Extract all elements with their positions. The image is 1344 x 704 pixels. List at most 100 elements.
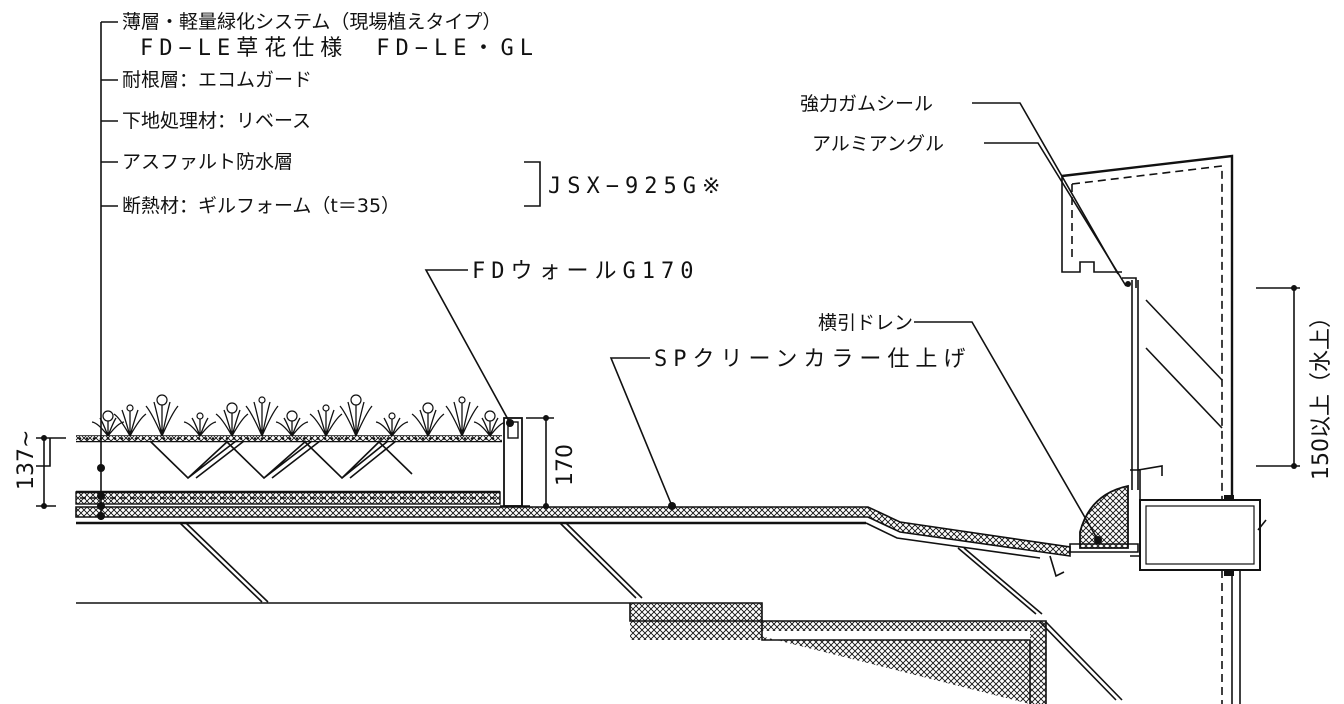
plant <box>375 414 409 437</box>
soil-grain <box>309 437 313 440</box>
side-drain <box>1049 465 1267 578</box>
plant <box>445 398 479 437</box>
soil-grain <box>484 437 488 440</box>
soil-grain <box>141 437 145 440</box>
soil-grain <box>85 437 89 440</box>
soil-grain <box>337 437 341 440</box>
plant <box>145 398 179 437</box>
soil-grain <box>281 437 285 440</box>
dimension-parapet <box>1256 285 1300 469</box>
soil-grain <box>218 437 222 440</box>
soil-grain <box>456 437 460 440</box>
soil-grain <box>148 437 152 440</box>
flower <box>226 402 238 414</box>
plant <box>91 414 125 437</box>
label-side-drain: 横引ドレン <box>818 312 913 334</box>
soil-grain <box>183 437 187 440</box>
label-root-barrier: 耐根層：エコムガード <box>122 69 312 91</box>
soil-grain <box>239 437 243 440</box>
soil-grain <box>78 437 82 440</box>
soil-grain <box>316 437 320 440</box>
parapet <box>1061 154 1241 704</box>
soil-grain <box>169 437 173 440</box>
soil-grain <box>393 437 397 440</box>
soil-grain <box>92 437 96 440</box>
soil-grain <box>372 437 376 440</box>
label-asphalt: アスファルト防水層 <box>122 151 293 173</box>
soil-grain <box>211 437 215 440</box>
soil-grain <box>414 437 418 440</box>
roof-slab <box>75 506 1071 615</box>
plant <box>215 406 249 437</box>
flower <box>484 410 496 422</box>
flower <box>286 410 298 422</box>
label-jsx: JSX−925G※ <box>548 174 726 199</box>
soil-grain <box>449 437 453 440</box>
soil-grain <box>421 437 425 440</box>
soil-grain <box>330 437 334 440</box>
soil-grain <box>365 437 369 440</box>
soil-grain <box>155 437 159 440</box>
soil-grain <box>295 437 299 440</box>
dimension-left <box>36 435 66 509</box>
label-primer: 下地処理材：リベース <box>122 110 311 132</box>
label-system-spec: FD−LE草花仕様 FD−LE・GL <box>140 36 539 61</box>
plants <box>78 394 507 440</box>
stepped-ceiling <box>76 602 1123 704</box>
plant <box>183 414 217 437</box>
soil-grain <box>127 437 131 440</box>
plant <box>473 414 507 437</box>
soil-grain <box>470 437 474 440</box>
soil-grain <box>197 437 201 440</box>
soil-grain <box>442 437 446 440</box>
soil-grain <box>113 437 117 440</box>
soil-grain <box>477 437 481 440</box>
flower <box>458 396 466 404</box>
flower <box>350 394 362 406</box>
label-insulation: 断熱材：ギルフォーム（t＝35） <box>122 195 400 217</box>
flower <box>156 394 168 406</box>
soil-grain <box>379 437 383 440</box>
label-strong-seal: 強力ガムシール <box>800 93 933 115</box>
soil-grain <box>106 437 110 440</box>
flower <box>258 396 266 404</box>
soil-grain <box>491 437 495 440</box>
soil-grain <box>407 437 411 440</box>
plant <box>245 398 279 437</box>
soil-grain <box>232 437 236 440</box>
flower <box>322 404 330 412</box>
soil-grain <box>162 437 166 440</box>
soil-grain <box>190 437 194 440</box>
flower <box>196 412 204 420</box>
soil-grain <box>358 437 362 440</box>
label-fd-wall: FDウォールG170 <box>472 259 699 284</box>
dim-wall-height: 170 <box>553 444 578 486</box>
soil-grain <box>351 437 355 440</box>
plant <box>411 406 445 437</box>
fd-wall-edge <box>500 417 530 507</box>
soil-grain <box>428 437 432 440</box>
dimension-wall <box>526 415 554 509</box>
soil-grain <box>134 437 138 440</box>
flower <box>388 412 396 420</box>
soil-grain <box>176 437 180 440</box>
soil-grain <box>267 437 271 440</box>
soil-grain <box>323 437 327 440</box>
soil-grain <box>435 437 439 440</box>
soil-grain <box>386 437 390 440</box>
dim-parapet-height: 150以上（水上） <box>1309 306 1334 480</box>
plant <box>113 406 147 437</box>
dim-left-height: 137~ <box>14 430 39 490</box>
leader-lines <box>97 21 1127 544</box>
soil-grain <box>400 437 404 440</box>
label-alu-angle: アルミアングル <box>812 133 944 155</box>
soil-grain <box>204 437 208 440</box>
soil-grain <box>302 437 306 440</box>
flower <box>126 404 134 412</box>
flower <box>422 402 434 414</box>
plant <box>275 414 309 437</box>
soil-grain <box>246 437 250 440</box>
soil-grain <box>463 437 467 440</box>
label-sp-clean: SPクリーンカラー仕上げ <box>654 347 971 372</box>
